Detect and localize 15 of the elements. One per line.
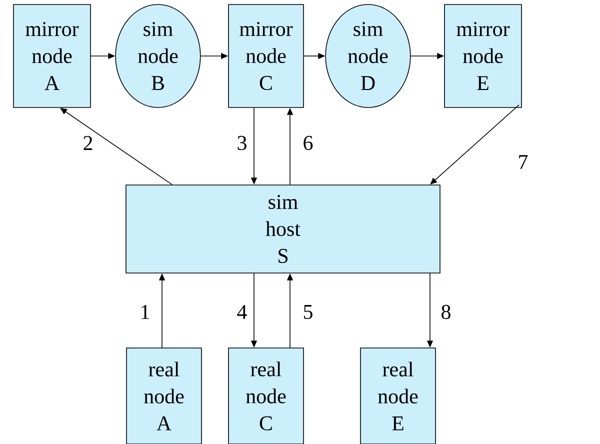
edge-label: 8 [442,304,450,320]
node-box: real node E [360,348,436,444]
edge-label: 3 [238,136,246,150]
node-box: mirror node C [228,4,304,108]
edge-label: 6 [304,136,313,150]
node-box: sim host S [126,184,440,274]
edge-label: 5 [304,305,312,319]
edge-label: 1 [142,305,149,319]
node-box: mirror node A [13,4,91,108]
node-box: real node C [228,348,304,444]
edge-label: 7 [519,155,528,169]
node-box: mirror node E [444,4,522,108]
edge-label: 2 [84,136,92,150]
node-box: real node A [126,348,202,444]
edge-label: 4 [237,305,247,319]
